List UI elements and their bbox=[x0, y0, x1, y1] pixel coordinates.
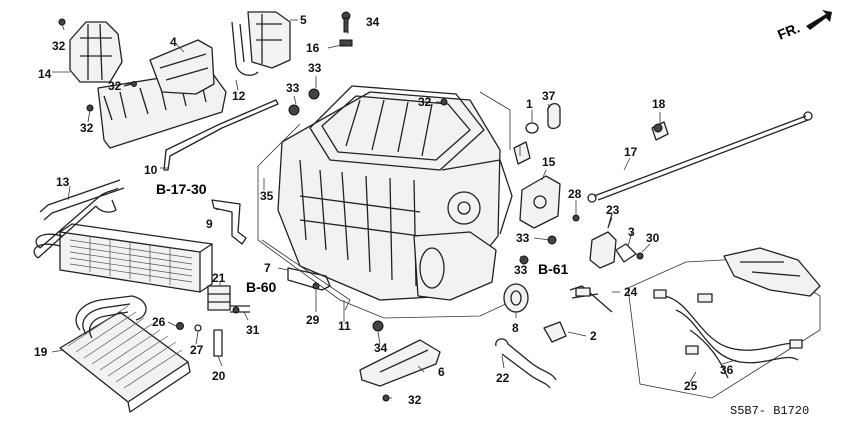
callout-4: 4 bbox=[170, 35, 177, 49]
callout-37: 37 bbox=[542, 89, 556, 103]
callout-6: 6 bbox=[438, 365, 445, 379]
callout-5: 5 bbox=[300, 13, 307, 27]
callout-31: 31 bbox=[246, 323, 260, 337]
callout-23: 23 bbox=[606, 203, 620, 217]
callout-1: 1 bbox=[526, 97, 533, 111]
callout-16: 16 bbox=[306, 41, 320, 55]
callout-33-a: 33 bbox=[308, 61, 322, 75]
callout-15: 15 bbox=[542, 155, 556, 169]
callout-33-c: 33 bbox=[516, 231, 530, 245]
callout-26: 26 bbox=[152, 315, 166, 329]
reference-b-17-30: B-17-30 bbox=[156, 181, 207, 197]
callout-32-b: 32 bbox=[108, 79, 122, 93]
callout-29: 29 bbox=[306, 313, 320, 327]
evaporator-core-part bbox=[59, 295, 191, 413]
callout-32-d: 32 bbox=[418, 95, 432, 109]
callout-8: 8 bbox=[512, 321, 519, 335]
reference-b-61: B-61 bbox=[538, 261, 569, 277]
exploded-view-outline bbox=[257, 91, 511, 319]
callout-33-d: 33 bbox=[514, 263, 528, 277]
callout-35: 35 bbox=[260, 189, 274, 203]
upper-left-parts bbox=[58, 11, 291, 171]
callout-33-b: 33 bbox=[286, 81, 300, 95]
callout-18: 18 bbox=[652, 97, 666, 111]
lower-case-outline bbox=[261, 239, 351, 311]
callout-9: 9 bbox=[206, 217, 213, 231]
reference-b-60: B-60 bbox=[246, 279, 277, 295]
callout-34-b: 34 bbox=[374, 341, 388, 355]
callout-17: 17 bbox=[624, 145, 638, 159]
callout-30: 30 bbox=[646, 231, 660, 245]
callout-14: 14 bbox=[38, 67, 52, 81]
diagram-code: S5B7- B1720 bbox=[730, 404, 809, 418]
callout-13: 13 bbox=[56, 175, 70, 189]
callout-3: 3 bbox=[628, 225, 635, 239]
callout-24: 24 bbox=[624, 285, 638, 299]
callout-22: 22 bbox=[496, 371, 510, 385]
callout-2: 2 bbox=[590, 329, 597, 343]
callout-32-e: 32 bbox=[408, 393, 422, 407]
fasteners bbox=[232, 11, 663, 402]
callout-28: 28 bbox=[568, 187, 582, 201]
callout-11: 11 bbox=[338, 319, 351, 333]
heater-housing-part bbox=[277, 85, 513, 301]
expansion-valve-parts bbox=[176, 199, 331, 357]
callout-19: 19 bbox=[34, 345, 48, 359]
callout-12: 12 bbox=[232, 89, 246, 103]
callout-32-a: 32 bbox=[52, 39, 66, 53]
heater-core-part bbox=[33, 179, 213, 293]
callout-20: 20 bbox=[212, 369, 226, 383]
actuator-parts bbox=[513, 102, 637, 313]
callout-27: 27 bbox=[190, 343, 204, 357]
callout-36: 36 bbox=[720, 363, 734, 377]
callout-7: 7 bbox=[264, 261, 271, 275]
control-cable-part bbox=[587, 111, 813, 203]
callout-32-c: 32 bbox=[80, 121, 94, 135]
leader-lines bbox=[51, 19, 737, 399]
wire-harness-part bbox=[627, 247, 821, 399]
callout-labels: 1 2 3 4 5 6 7 8 9 10 11 12 13 14 15 16 1… bbox=[34, 13, 734, 407]
callout-25: 25 bbox=[684, 379, 698, 393]
lower-parts bbox=[359, 283, 567, 389]
reference-labels: B-17-30 B-60 B-61 bbox=[156, 181, 569, 295]
front-direction-label: FR. bbox=[775, 19, 802, 42]
callout-10: 10 bbox=[144, 163, 158, 177]
callout-34-a: 34 bbox=[366, 15, 380, 29]
front-direction-arrow: FR. bbox=[775, 10, 832, 43]
callout-21: 21 bbox=[212, 271, 226, 285]
